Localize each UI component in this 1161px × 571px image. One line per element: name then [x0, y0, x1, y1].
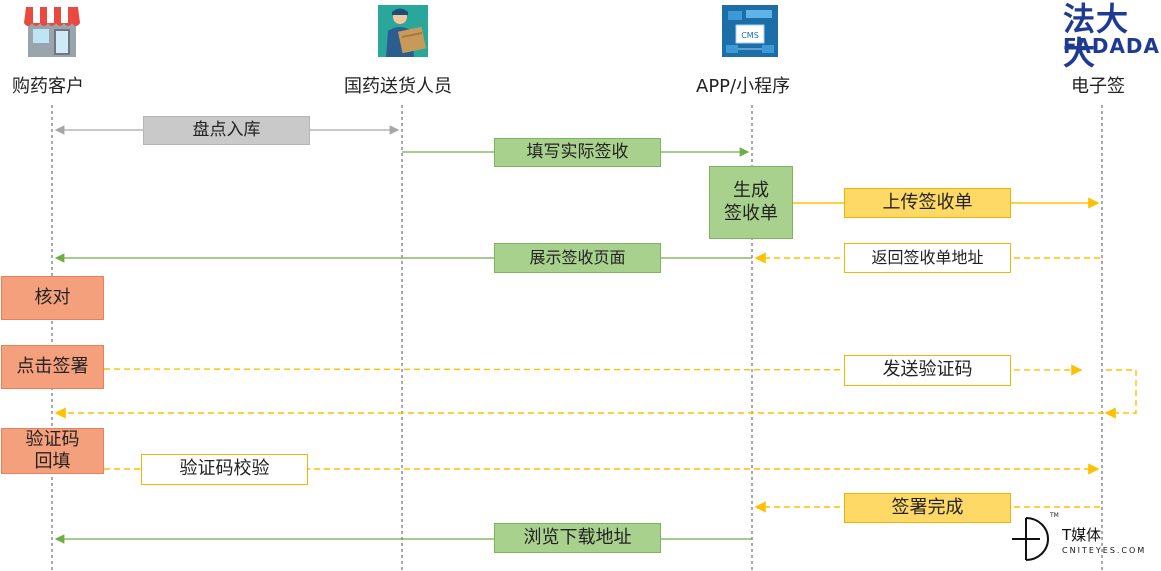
- watermark-tm: TM: [1050, 512, 1059, 519]
- shop-icon: [24, 7, 80, 57]
- step-send-code: 发送验证码: [844, 355, 1011, 386]
- actor-label-app: APP/小程序: [696, 76, 791, 97]
- step-sign-done: 签署完成: [844, 493, 1011, 523]
- watermark: T媒体 CNITEYES.COM TM: [1010, 512, 1160, 568]
- actor-label-courier: 国药送货人员: [344, 76, 452, 97]
- watermark-subtitle: CNITEYES.COM: [1062, 546, 1147, 555]
- fadada-logo-cn: 法大大: [1063, 0, 1130, 72]
- actor-label-esign: 电子签: [1071, 76, 1125, 97]
- watermark-logo-icon: [1012, 517, 1049, 561]
- svg-text:CMS: CMS: [741, 31, 759, 40]
- fadada-logo: 法大大 FADADA: [1063, 2, 1161, 70]
- app-cms-icon: CMS: [722, 5, 778, 57]
- delivery-person-icon: [378, 5, 428, 57]
- step-show-page: 展示签收页面: [494, 243, 661, 273]
- step-verify: 核对: [1, 276, 104, 320]
- step-upload-receipt: 上传签收单: [844, 188, 1011, 218]
- step-code-fill: 验证码 回填: [1, 428, 104, 474]
- step-code-check: 验证码校验: [141, 454, 308, 485]
- fadada-logo-en: FADADA: [1063, 34, 1161, 58]
- step-return-address: 返回签收单地址: [844, 243, 1011, 273]
- step-generate-receipt: 生成 签收单: [709, 166, 793, 239]
- arrow-send-code-loop: [1104, 369, 1137, 419]
- watermark-title: T媒体: [1062, 526, 1102, 544]
- step-inventory: 盘点入库: [143, 116, 310, 145]
- step-click-sign: 点击签署: [1, 345, 104, 389]
- step-fill-receipt: 填写实际签收: [494, 138, 661, 167]
- actor-label-customer: 购药客户: [12, 76, 84, 97]
- step-browse-download: 浏览下载地址: [494, 523, 661, 553]
